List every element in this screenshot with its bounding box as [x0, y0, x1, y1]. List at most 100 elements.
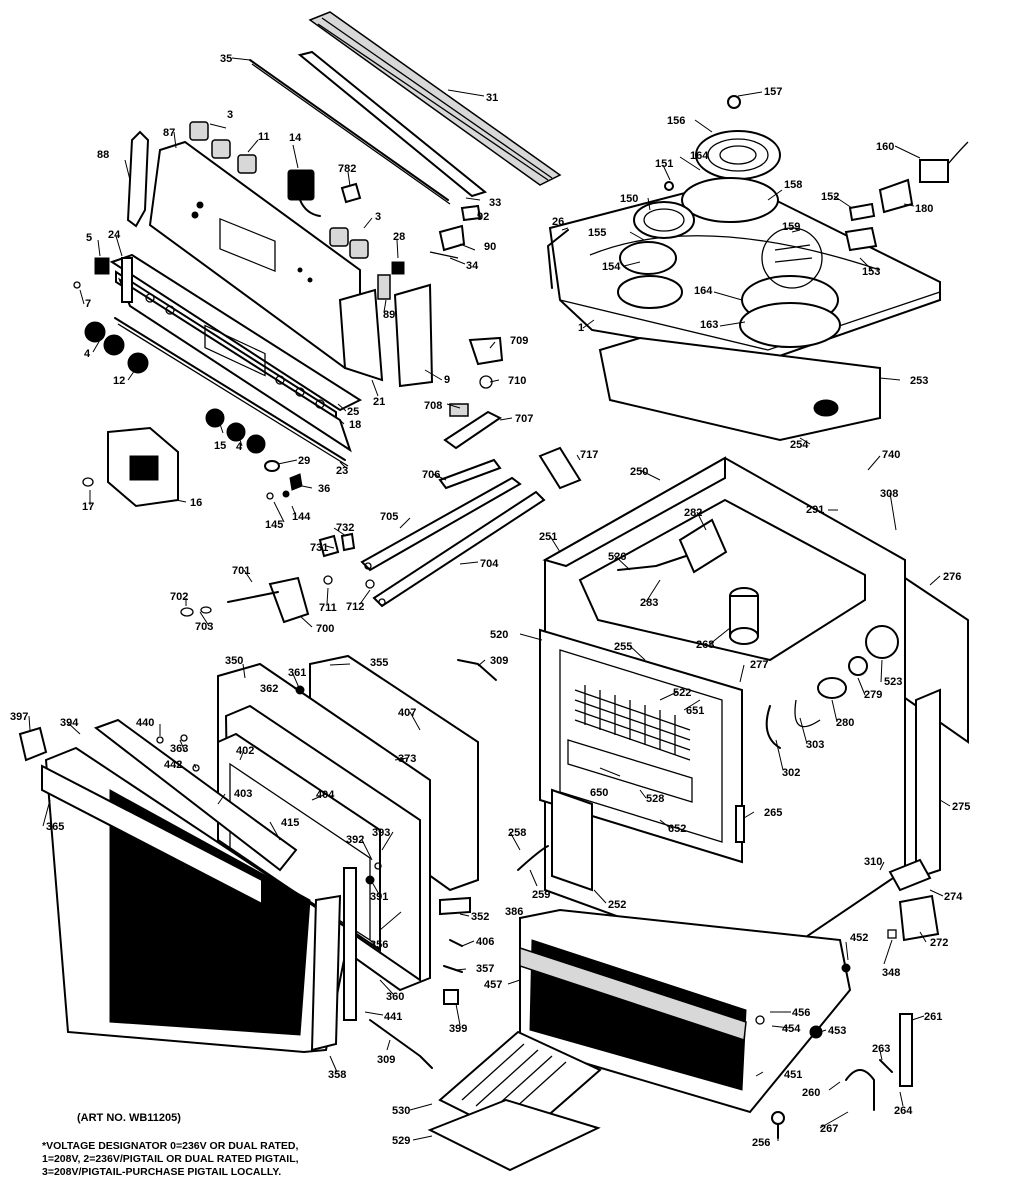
oven-racks-650-651 [567, 685, 693, 803]
callout: 457 [484, 979, 502, 991]
callout: 163 [700, 319, 718, 331]
rod-26 [547, 229, 569, 289]
callout: 404 [316, 789, 335, 801]
callout: 356 [370, 939, 388, 951]
callout: 703 [195, 621, 213, 633]
callout: 263 [872, 1043, 890, 1055]
callout: 394 [60, 717, 79, 729]
callout: 159 [782, 221, 800, 233]
side-panel-276-275 [904, 576, 969, 880]
trim-strip-23 [114, 317, 349, 467]
callout: 309 [490, 655, 508, 667]
callout: 360 [386, 991, 404, 1003]
callout: 282 [684, 507, 702, 519]
callout: 710 [508, 375, 526, 387]
callout: 18 [349, 419, 361, 431]
callout: 254 [790, 439, 809, 451]
bracket-92-90-34 [429, 204, 482, 259]
callout: 3 [227, 109, 233, 121]
callout: 651 [686, 705, 704, 717]
callout: 526 [608, 551, 626, 563]
callout: 265 [764, 807, 782, 819]
footnote-line: 3=208V/PIGTAIL-PURCHASE PIGTAIL LOCALLY. [42, 1166, 282, 1178]
callout: 155 [588, 227, 606, 239]
switch-782 [340, 182, 362, 204]
callout: 5 [86, 232, 92, 244]
callout: 359 [258, 995, 276, 1007]
callout: 392 [346, 834, 364, 846]
callout: 272 [930, 937, 948, 949]
callout: 88 [97, 149, 109, 161]
terminal-block-159 [761, 227, 823, 289]
callout: 350 [225, 655, 243, 667]
callout: 528 [646, 793, 664, 805]
callout: 704 [480, 558, 499, 570]
callout: 260 [802, 1087, 820, 1099]
callout: 650 [590, 787, 608, 799]
small-parts-29-36-144-145 [264, 460, 303, 500]
callout: 26 [552, 216, 564, 228]
callout: 258 [508, 827, 526, 839]
callout: 522 [673, 687, 691, 699]
callout: 393 [372, 827, 390, 839]
callout: 348 [882, 967, 900, 979]
receptacle-152-180-160 [844, 141, 969, 252]
callout: 12 [113, 375, 125, 387]
control-panel-backsplash-87 [148, 140, 361, 372]
callout: 652 [668, 823, 686, 835]
callout: 253 [910, 375, 928, 387]
callout: 453 [828, 1025, 846, 1037]
callout: 732 [336, 522, 354, 534]
switch-5-rocker-24 [94, 257, 133, 303]
rod-35 [249, 59, 451, 205]
callout: 397 [10, 711, 28, 723]
callout: 355 [370, 657, 388, 669]
callout: 700 [316, 623, 334, 635]
knobs-4-12-15 [73, 281, 266, 454]
callout: 451 [784, 1069, 802, 1081]
callout: 256 [752, 1137, 770, 1149]
callout: 705 [380, 511, 398, 523]
callout: 24 [108, 229, 121, 241]
callout: 357 [476, 963, 494, 975]
callout: 16 [190, 497, 202, 509]
callout: 358 [328, 1069, 346, 1081]
callout: 255 [614, 641, 632, 653]
callout: 708 [424, 400, 442, 412]
hinge-265-252-258 [517, 788, 745, 892]
callout: 456 [792, 1007, 810, 1019]
trim-strip-31 [308, 11, 562, 186]
callout: 250 [630, 466, 648, 478]
callout: 391 [370, 891, 388, 903]
callout: 406 [476, 936, 494, 948]
callout: 308 [880, 488, 898, 500]
surface-units [617, 95, 841, 348]
leader-lines [28, 57, 951, 1141]
callout: 11 [258, 131, 270, 143]
callout: 35 [220, 53, 232, 65]
brackets-706-707-708-709-710 [438, 336, 504, 490]
callout: 782 [338, 163, 356, 175]
callout: 4 [236, 441, 243, 453]
clock-timer-14 [287, 169, 321, 217]
callout: 373 [398, 753, 416, 765]
callout: 275 [952, 801, 970, 813]
callout: 268 [696, 639, 714, 651]
callout: 28 [393, 231, 405, 243]
callout: 452 [850, 932, 868, 944]
support-rails-704-705 [360, 476, 546, 608]
callout: 158 [784, 179, 802, 191]
callout: 740 [882, 449, 900, 461]
callout: 310 [864, 856, 882, 868]
callout: 151 [655, 158, 673, 170]
footnote-line: *VOLTAGE DESIGNATOR 0=236V OR DUAL RATED… [42, 1140, 299, 1152]
bracket-717 [538, 446, 582, 490]
callout: 362 [260, 683, 278, 695]
callout: 303 [806, 739, 824, 751]
callout: 1 [578, 322, 584, 334]
callout: 399 [449, 1023, 467, 1035]
callout: 707 [515, 413, 533, 425]
callout: 87 [163, 127, 175, 139]
callout: 152 [821, 191, 839, 203]
callout: 154 [602, 261, 621, 273]
